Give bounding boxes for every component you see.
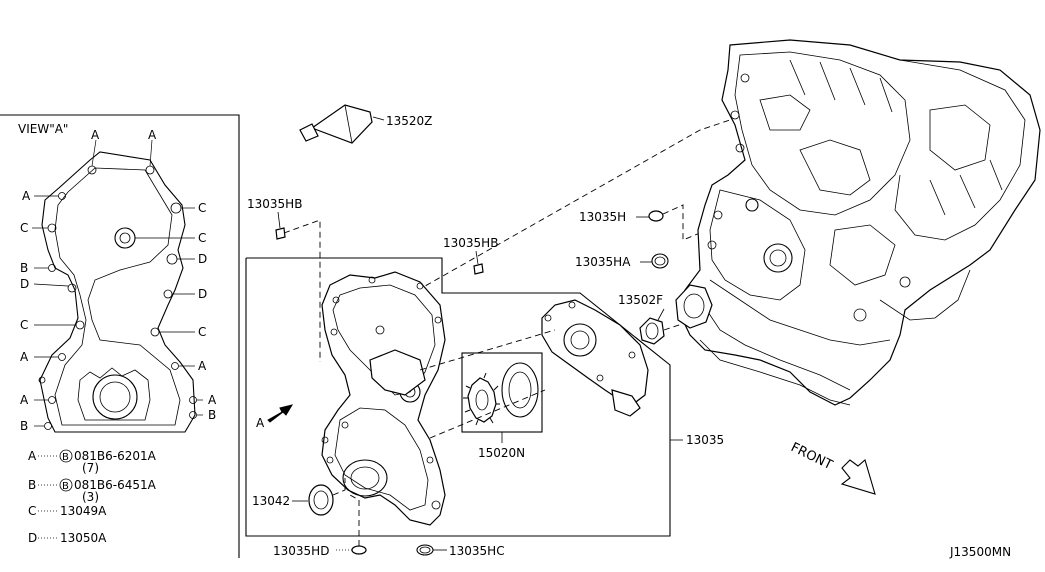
letter-d-right2: D [198, 287, 207, 301]
view-a-seal-flange [77, 367, 151, 421]
view-a-crank-seal-inner [99, 381, 131, 413]
legend-row-b: B B 081B6-6451A (3) [28, 478, 157, 504]
front-cover [321, 271, 446, 526]
svg-text:D: D [28, 531, 37, 545]
view-a-frame [0, 114, 240, 558]
letter-c-right1: C [198, 201, 206, 215]
view-a-boss-inner [119, 232, 131, 244]
letter-a-left1: A [22, 189, 31, 203]
front-cover-bolt-holes [321, 276, 442, 510]
label-13035h: 13035H [579, 210, 626, 224]
dowel-13035hd: 13035HD [273, 494, 367, 558]
letter-a-top1: A [91, 128, 100, 142]
legend-row-a: A B 081B6-6201A (7) [28, 449, 157, 475]
legend-row-c: C 13049A [28, 504, 107, 518]
oring-13035ha: 13035HA [575, 253, 669, 269]
sealant-tube-13520z: 13520Z [299, 104, 432, 144]
fastener-legend: A B 081B6-6201A (7) B B 081B6-6451A (3) … [28, 449, 157, 545]
diagram-id: J13500MN [949, 545, 1011, 559]
front-arrow-icon [840, 459, 876, 495]
letter-b-left2: B [20, 419, 28, 433]
letter-a-top2: A [148, 128, 157, 142]
svg-text:081B6-6451A: 081B6-6451A [74, 478, 157, 492]
letter-c-left2: C [20, 318, 28, 332]
assembly-line-pump2 [419, 329, 556, 371]
letter-b-left1: B [20, 261, 28, 275]
label-13035hb-left: 13035HB [247, 197, 302, 211]
label-13035ha: 13035HA [575, 255, 631, 269]
label-13042: 13042 [252, 494, 290, 508]
assembly-frame-13035: 13035 [245, 257, 724, 537]
svg-text:13050A: 13050A [60, 531, 107, 545]
view-a-cover-inner [54, 167, 181, 426]
svg-text:(7): (7) [82, 461, 99, 475]
arrow-a-label: A [256, 416, 265, 430]
letter-a-right1: A [198, 359, 207, 373]
outer-rotor-icon [501, 362, 539, 418]
view-a-crank-seal [92, 374, 138, 420]
svg-text:13049A: 13049A [60, 504, 107, 518]
label-15020n: 15020N [478, 446, 525, 460]
letter-c-right3: C [198, 325, 206, 339]
view-a-bolt-holes [38, 165, 197, 430]
bolt-symbol-icon [59, 478, 73, 492]
svg-text:B: B [28, 478, 36, 492]
svg-text:C: C [28, 504, 36, 518]
view-a-leaders [32, 139, 203, 427]
svg-text:(3): (3) [82, 490, 99, 504]
inner-gear-icon [463, 372, 500, 426]
legend-row-d: D 13050A [28, 531, 107, 545]
svg-text:B: B [62, 481, 69, 492]
letter-a-left2: A [20, 350, 29, 364]
dowel-13035hb-mid: 13035HB [443, 236, 498, 275]
dowel-13035h: 13035H [579, 204, 713, 241]
letter-d-left1: D [20, 277, 29, 291]
letter-b-right1: B [208, 408, 216, 422]
front-label: FRONT [788, 440, 835, 473]
view-a-letters: A A A C C C B D D D C C A A A A B B [20, 128, 217, 433]
view-a-panel: VIEW"A" [0, 114, 240, 558]
letter-d-right1: D [198, 252, 207, 266]
label-13035: 13035 [686, 433, 724, 447]
view-a-title: VIEW"A" [18, 122, 68, 136]
label-13035hb-mid: 13035HB [443, 236, 498, 250]
svg-text:B: B [62, 452, 69, 463]
rotor-set-15020n: 15020N [461, 352, 543, 460]
view-a-arrow: A [256, 404, 294, 430]
crank-seal-13042: 13042 [252, 478, 346, 516]
front-direction: FRONT [788, 440, 876, 495]
label-13502f: 13502F [618, 293, 663, 307]
bolt-symbol-icon [59, 449, 73, 463]
view-a-cover-outline [39, 151, 196, 433]
letter-c-left1: C [20, 221, 28, 235]
label-13035hd: 13035HD [273, 544, 329, 558]
engine-block [675, 39, 1041, 406]
assembly-line-pump [429, 389, 546, 439]
label-13520z: 13520Z [386, 114, 432, 128]
oil-pump [541, 299, 649, 417]
svg-text:081B6-6201A: 081B6-6201A [74, 449, 157, 463]
assembly-line-cover-engine [329, 119, 731, 341]
svg-text:A: A [28, 449, 37, 463]
label-13035hc: 13035HC [449, 544, 505, 558]
letter-a-left3: A [20, 393, 29, 407]
oring-13035hc: 13035HC [416, 544, 505, 558]
letter-c-right2: C [198, 231, 206, 245]
letter-a-right2: A [208, 393, 217, 407]
dowel-13035hb-left: 13035HB [247, 197, 321, 362]
view-a-boss [114, 227, 136, 249]
